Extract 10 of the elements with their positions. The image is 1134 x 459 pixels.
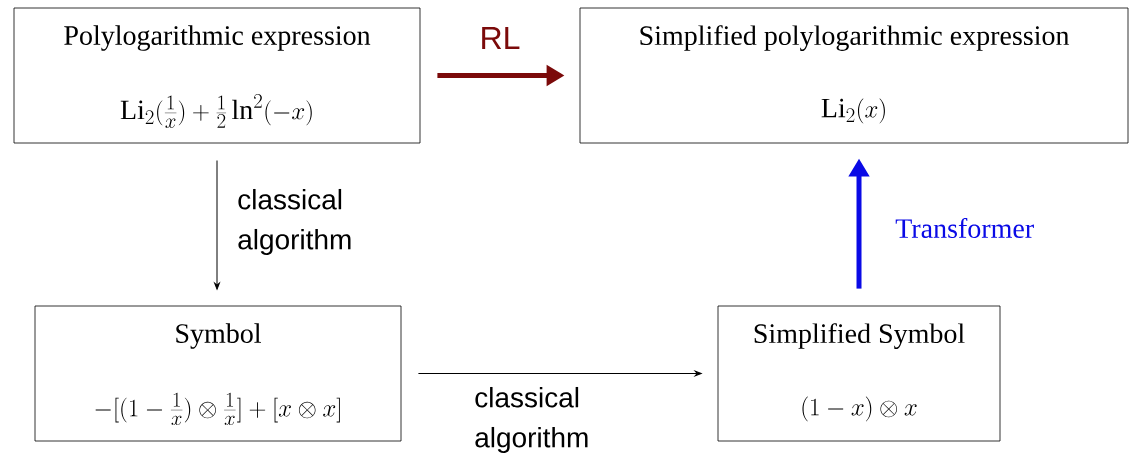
edge-label: RL: [482, 27, 520, 49]
text-box: Simplified Symbol $(1-x)\otimes x$: [717, 305, 1001, 442]
edge-label: classical algorithm: [475, 386, 588, 454]
edge-label: Transformer: [895, 218, 1034, 238]
text-box: Simplified polylogarithmic expression $\mathrm{Li}_2(x)$: [579, 7, 1129, 144]
edge-label: classical algorithm: [238, 188, 351, 256]
text-box: Symbol $-[(1-\frac{1}{x})\otimes\frac{1}{x}]+[x\otimes x]$: [34, 305, 402, 442]
arrow: [214, 159, 220, 290]
arrow: [417, 370, 702, 377]
text-box: Polylogarithmic expression $\mathrm{Li}_2(\frac{1}{x})+\frac{1}{2}\ln^2(-x)$: [13, 7, 421, 144]
